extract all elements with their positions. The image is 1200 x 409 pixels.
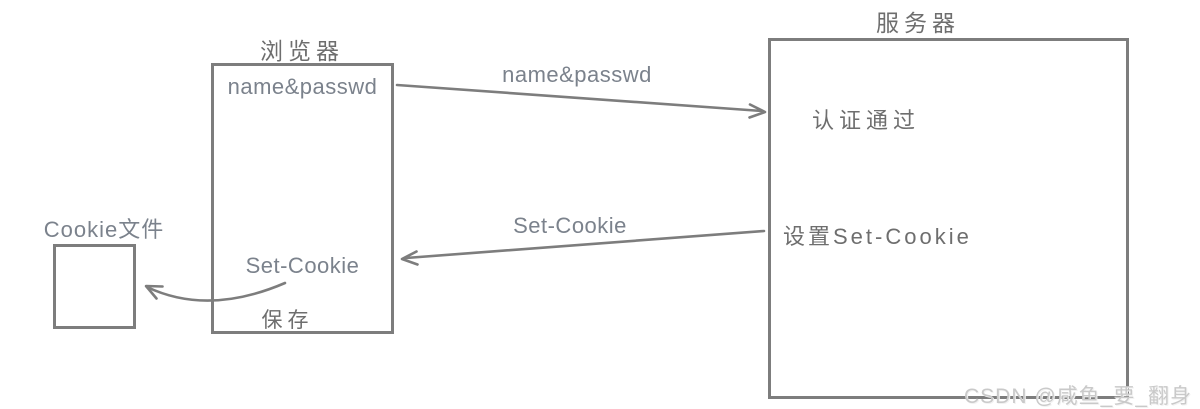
request-arrow-label: name&passwd [502, 62, 652, 87]
server-auth-label: 认证通过 [812, 108, 921, 133]
request-arrow [395, 83, 767, 119]
csdn-watermark: CSDN @咸鱼_要_翻身 [963, 385, 1192, 408]
browser-save-label: 保存 [261, 309, 314, 332]
browser-set-cookie-label: Set-Cookie [245, 253, 360, 278]
server-set-cookie-label: 设置Set-Cookie [783, 224, 972, 249]
cookie-file-box [53, 244, 136, 329]
browser-credentials-label: name&passwd [227, 74, 378, 99]
browser-box [211, 63, 394, 334]
server-title: 服务器 [876, 10, 960, 36]
browser-title: 浏览器 [260, 38, 344, 64]
response-arrow-label: Set-Cookie [513, 213, 627, 238]
server-box [768, 38, 1129, 399]
cookie-file-title: Cookie文件 [43, 217, 165, 242]
